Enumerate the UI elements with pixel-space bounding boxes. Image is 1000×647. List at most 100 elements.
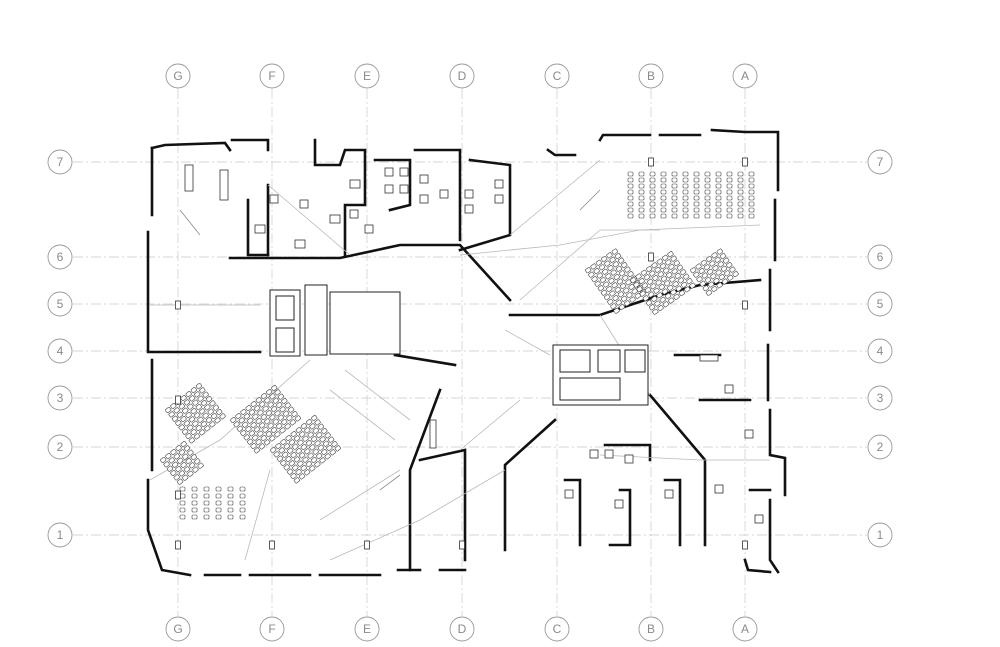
grid-bubble-col-F-bottom: F	[259, 616, 285, 642]
seat	[706, 256, 713, 262]
grid-bubble-col-G-bottom: G	[165, 616, 191, 642]
seat	[290, 473, 297, 480]
seat	[699, 280, 706, 287]
seat	[230, 417, 237, 424]
seat	[693, 171, 700, 177]
structural-column	[648, 252, 654, 262]
seat	[671, 201, 678, 207]
seat	[182, 474, 189, 481]
seat	[718, 274, 725, 281]
seat	[693, 213, 700, 219]
seat	[199, 387, 206, 394]
seat	[191, 486, 198, 492]
seat	[188, 416, 196, 423]
seat	[665, 259, 672, 266]
seat	[165, 407, 172, 414]
seat	[291, 411, 298, 418]
seat	[194, 458, 201, 465]
seat	[715, 183, 722, 189]
seat	[660, 201, 667, 207]
seat	[666, 272, 673, 279]
seat	[309, 423, 316, 430]
seat	[682, 207, 689, 213]
seat	[726, 183, 733, 189]
seat	[202, 391, 209, 398]
seat	[267, 422, 274, 429]
seat	[720, 265, 728, 272]
grid-bubble-col-F-top: F	[259, 63, 285, 89]
seat	[192, 399, 199, 406]
grid-label-col: F	[268, 69, 275, 83]
workstation-desk	[744, 429, 754, 439]
seat	[170, 449, 177, 456]
seat	[245, 426, 252, 433]
seat	[748, 201, 755, 207]
seat	[682, 177, 689, 183]
seat	[278, 447, 285, 454]
seat	[277, 393, 285, 400]
workstation-desk	[464, 204, 474, 214]
seat	[180, 416, 187, 423]
seat	[671, 213, 678, 219]
seat	[704, 277, 712, 283]
seat	[245, 405, 252, 412]
seat	[679, 269, 687, 276]
seat	[638, 201, 645, 207]
seat	[656, 292, 663, 299]
seat	[737, 189, 744, 195]
seat	[726, 195, 733, 201]
seat	[269, 393, 276, 400]
seat	[283, 464, 290, 471]
seat	[185, 433, 192, 440]
seat	[215, 486, 222, 492]
seat	[726, 213, 733, 219]
seat	[274, 410, 281, 417]
seat	[676, 264, 684, 271]
workstation-desk	[754, 514, 764, 524]
seat	[179, 514, 186, 520]
seat	[638, 183, 645, 189]
seat	[630, 277, 637, 284]
seat	[693, 183, 700, 189]
seat	[185, 391, 192, 398]
seat	[290, 452, 297, 459]
seat	[279, 427, 286, 434]
seat	[610, 269, 617, 276]
seat	[599, 277, 607, 283]
seat	[324, 432, 331, 439]
seat	[649, 207, 656, 213]
seat	[615, 265, 623, 272]
seat	[608, 277, 615, 284]
seat	[265, 431, 272, 438]
seat	[591, 276, 598, 283]
seat	[265, 389, 273, 396]
seat	[238, 417, 245, 424]
seat	[671, 189, 678, 195]
seat	[302, 435, 309, 442]
seat	[704, 195, 711, 201]
seat	[255, 397, 262, 404]
seat	[670, 255, 677, 262]
seat	[662, 254, 669, 261]
seat	[693, 201, 700, 207]
seat	[252, 413, 259, 420]
seat	[215, 507, 222, 513]
exterior-walls	[146, 128, 787, 577]
seat	[160, 457, 167, 464]
grid-label-col: D	[458, 69, 467, 83]
seat	[598, 264, 606, 271]
seat	[185, 458, 192, 465]
grid-label-row: 2	[877, 440, 884, 454]
structural-column	[175, 490, 181, 500]
seat	[726, 171, 733, 177]
seat	[668, 263, 675, 270]
seat	[227, 493, 234, 499]
seat	[724, 270, 731, 277]
seat	[748, 213, 755, 219]
seat	[606, 286, 613, 292]
seat	[284, 423, 291, 430]
seat	[193, 433, 201, 440]
seat	[265, 410, 273, 417]
seat	[606, 252, 613, 259]
seat	[627, 177, 634, 183]
